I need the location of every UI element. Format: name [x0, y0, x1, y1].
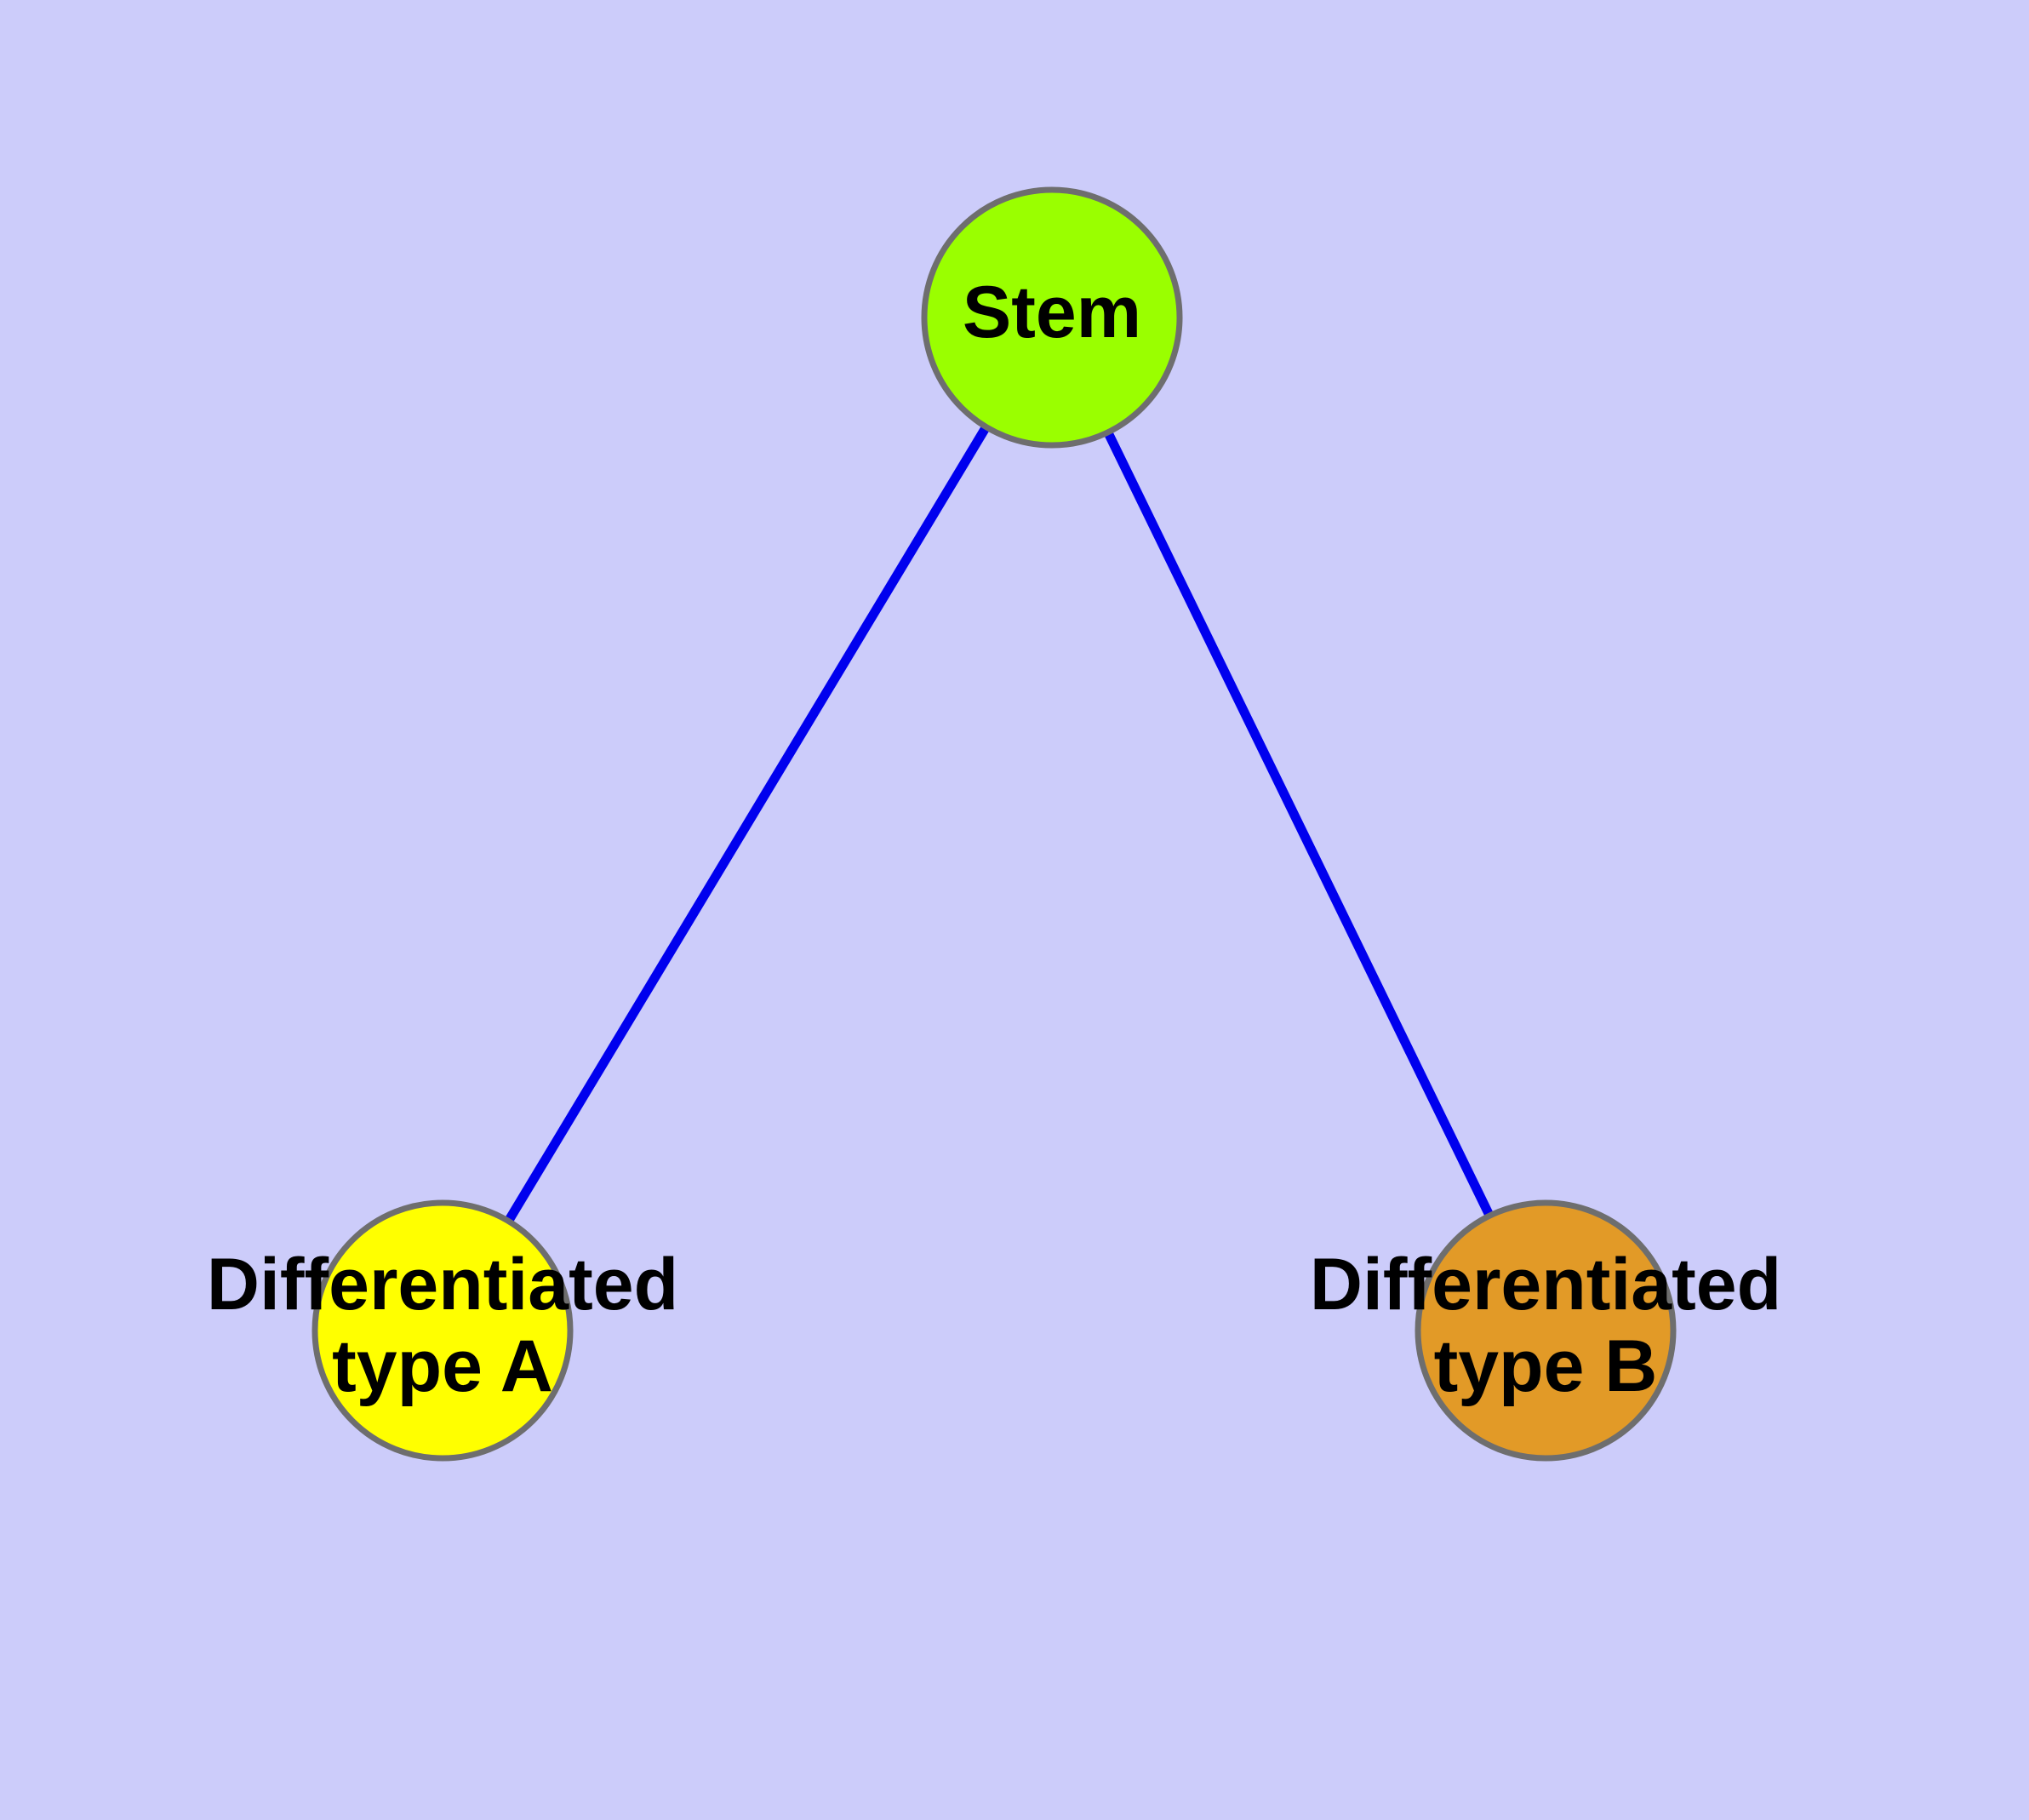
node-circle-diff-a[interactable] — [311, 1199, 574, 1462]
node-label-line: type A — [332, 1325, 553, 1407]
node-circle-diff-b[interactable] — [1415, 1199, 1677, 1462]
graph-node-stem[interactable]: Stem — [921, 186, 1183, 449]
graph-edge-stem-to-diff-a — [505, 426, 990, 1222]
node-label-line: Differentiated — [1310, 1244, 1781, 1325]
node-label-line: Stem — [963, 272, 1141, 353]
node-label-line: Differentiated — [207, 1244, 678, 1325]
node-label-stem: Stem — [963, 272, 1141, 353]
node-label-line: type B — [1434, 1325, 1658, 1407]
edges-layer — [505, 426, 1494, 1222]
graph-edge-stem-to-diff-b — [1104, 432, 1494, 1216]
node-circle-stem[interactable] — [921, 186, 1183, 449]
